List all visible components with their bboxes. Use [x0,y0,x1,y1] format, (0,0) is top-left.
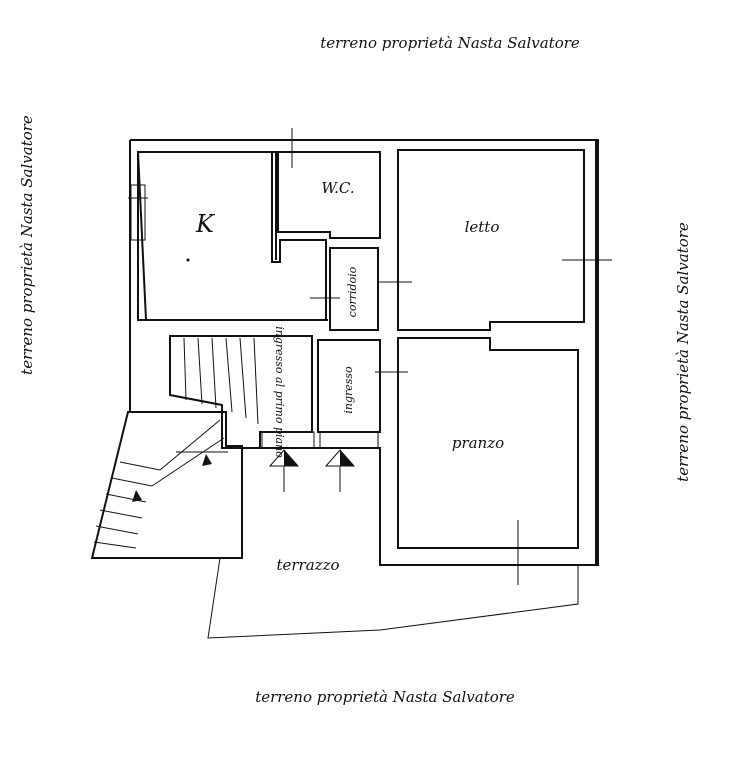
label-top-property: terreno proprietà Nasta Salvatore [320,34,580,52]
outer-walls [129,139,599,566]
label-right-property: terreno proprietà Nasta Salvatore [674,222,692,482]
dining-room: pranzo [397,337,579,585]
entrance-label: ingresso [342,366,355,414]
entrance-doors [261,431,379,492]
entrance-room: ingresso [317,339,408,433]
terrace-area: terrazzo [207,556,579,639]
external-staircase [90,411,243,559]
wc-label: W.C. [321,179,354,197]
stair-access-label: ingresso al primo piano [273,326,286,458]
bedroom-room: letto [378,149,612,331]
label-left-property: terreno proprietà Nasta Salvatore [18,115,36,375]
wc-room: W.C. [277,128,381,239]
label-bottom-property: terreno proprietà Nasta Salvatore [255,688,515,706]
terrace-label: terrazzo [276,556,339,574]
corridor-room: corridoio [310,247,379,331]
kitchen-label: K [195,210,216,238]
corridor-label: corridoio [346,266,359,317]
stair-access-room: ingresso al primo piano [169,326,313,458]
bedroom-label: letto [465,218,500,236]
kitchen-room: K [128,151,327,321]
dining-label: pranzo [452,434,504,452]
